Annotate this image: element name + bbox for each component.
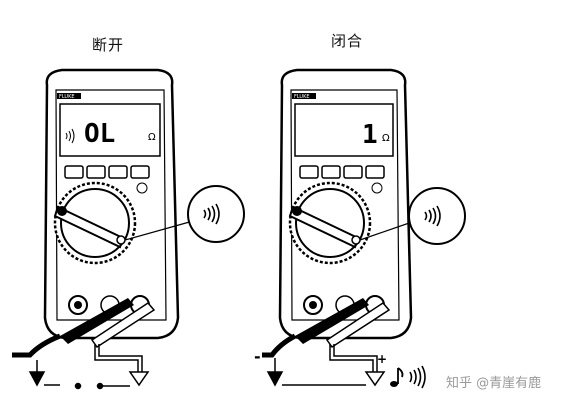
minus-sign: - [254, 347, 261, 366]
left-brand-logo: FLUKE [59, 94, 75, 100]
left-lcd-display [59, 103, 161, 157]
left-button-1[interactable] [64, 165, 84, 179]
right-multimeter: FLUKE 1 Ω [254, 68, 466, 389]
right-lcd-display [294, 103, 394, 157]
left-rotary-dial[interactable] [53, 181, 137, 265]
left-button-2[interactable] [86, 165, 106, 179]
left-lcd-unit: Ω [148, 132, 156, 143]
left-switch-contact-a [74, 382, 82, 390]
left-switch-contact-b [96, 382, 104, 390]
left-lcd-reading: OL [84, 119, 115, 149]
right-backlight-icon [371, 182, 383, 194]
left-button-4[interactable] [130, 165, 150, 179]
right-brand-logo: FLUKE [294, 94, 310, 100]
speaker-note-icon [390, 365, 426, 389]
right-lcd-unit: Ω [382, 133, 390, 144]
plus-sign: + [377, 352, 387, 366]
left-lcd-continuity-icon [65, 128, 75, 144]
right-lcd-reading: 1 [362, 120, 378, 150]
right-black-probe [262, 298, 369, 358]
left-callout-continuity-icon [203, 203, 220, 225]
right-ground-icon [266, 371, 284, 387]
right-red-probe [325, 302, 391, 372]
right-function-buttons [299, 165, 385, 179]
left-red-probe [90, 302, 156, 372]
watermark: 知乎 @青崖有鹿 [446, 376, 542, 391]
left-ground-icon [28, 371, 46, 387]
right-callout-continuity-icon [424, 205, 441, 227]
right-continuity-callout [408, 187, 466, 245]
left-backlight-icon [136, 182, 148, 194]
left-caption: 断开 [92, 36, 125, 54]
left-multimeter: FLUKE OL Ω [12, 68, 245, 390]
right-caption: 闭合 [331, 32, 364, 50]
right-rotary-dial[interactable] [288, 181, 372, 265]
right-button-2[interactable] [321, 165, 341, 179]
right-button-1[interactable] [299, 165, 319, 179]
right-button-4[interactable] [365, 165, 385, 179]
right-closed-circuit [266, 358, 386, 387]
left-function-buttons [64, 165, 150, 179]
left-button-3[interactable] [108, 165, 128, 179]
right-button-3[interactable] [343, 165, 363, 179]
left-open-circuit [28, 360, 150, 390]
left-continuity-callout [187, 185, 245, 243]
left-black-probe [12, 298, 134, 358]
